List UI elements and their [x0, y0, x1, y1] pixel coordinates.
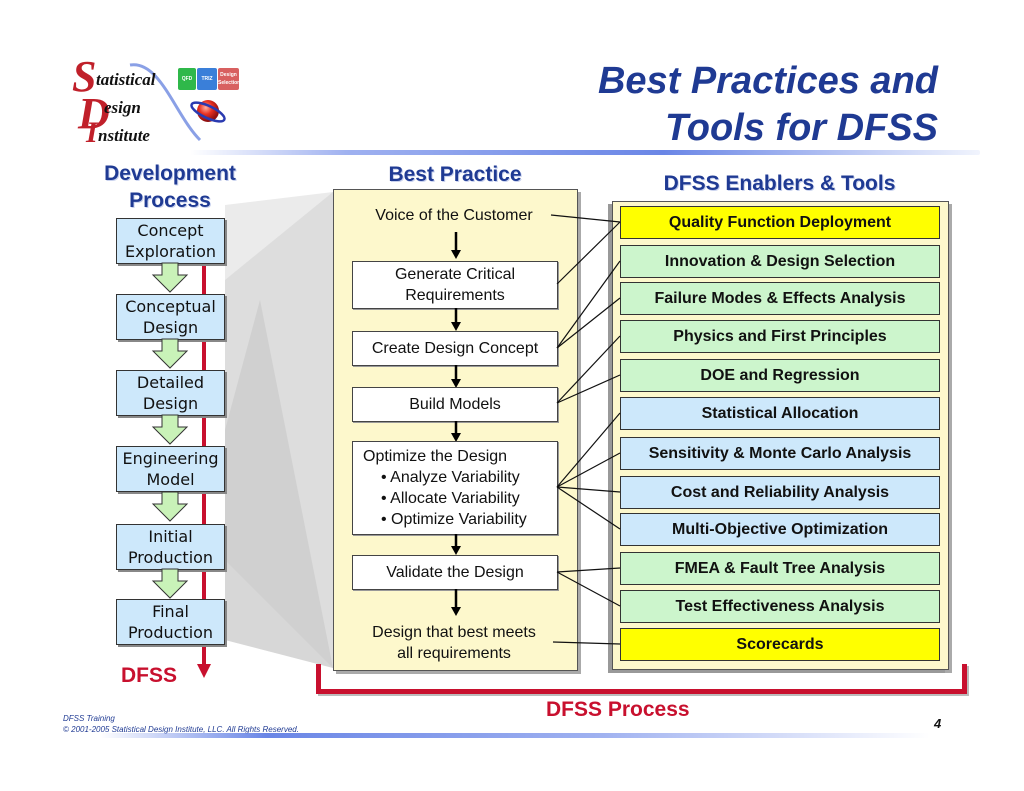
title-line-2: Tools for DFSS — [664, 107, 938, 149]
tools-heading: DFSS Enablers & Tools — [663, 172, 896, 195]
page-number: 4 — [934, 716, 942, 731]
stage-initial-production: Initial Production — [116, 524, 225, 570]
heading-line-1: Development — [104, 162, 236, 185]
heading-line-2: Process — [129, 189, 211, 212]
stage-line-2: Design — [142, 318, 199, 337]
stage-line-2: Design — [142, 394, 199, 413]
bullet-allocate-variability: • Allocate Variability — [381, 490, 520, 507]
stage-final-production: Final Production — [116, 599, 225, 645]
stage-line-1: Engineering — [122, 449, 219, 468]
step-line-2: Requirements — [405, 287, 505, 304]
design-outcome: Design that best meets all requirements — [352, 622, 556, 664]
step-line-1: Validate the Design — [386, 564, 524, 581]
logo-initial-d: D — [78, 89, 110, 138]
flow-arrow-icon — [451, 421, 461, 442]
voice-of-customer: Voice of the Customer — [375, 207, 533, 224]
tool-physics-first-principles: Physics and First Principles — [620, 320, 940, 353]
footer-training: DFSS Training — [63, 714, 115, 723]
step-line-1: Build Models — [409, 396, 501, 413]
triz-tab-icon: TRIZ — [197, 68, 217, 90]
step-line-1: Create Design Concept — [371, 340, 539, 357]
flow-arrow-icon — [451, 589, 461, 616]
down-arrow-icon — [151, 414, 189, 445]
tool-fmea-fault-tree: FMEA & Fault Tree Analysis — [620, 552, 940, 585]
outcome-line-1: Design that best meets — [372, 624, 536, 641]
title-underline — [190, 150, 980, 155]
step-line-1: Optimize the Design — [363, 448, 508, 465]
tool-cost-reliability: Cost and Reliability Analysis — [620, 476, 940, 509]
down-arrow-icon — [151, 262, 189, 293]
tool-scorecards: Scorecards — [620, 628, 940, 661]
stage-line-2: Production — [127, 623, 214, 642]
footer-copyright: © 2001-2005 Statistical Design Institute… — [63, 725, 299, 734]
logo-initial-i: I — [86, 116, 98, 149]
step-optimize-design: Optimize the Design • Analyze Variabilit… — [352, 441, 558, 535]
logo-word-institute: nstitute — [98, 126, 150, 145]
dfss-timeline-label: DFSS — [121, 664, 178, 687]
stage-line-2: Model — [146, 470, 195, 489]
flow-arrow-icon — [451, 534, 461, 555]
page-title: Best Practices and Tools for DFSS — [598, 58, 938, 152]
tool-sensitivity-monte-carlo: Sensitivity & Monte Carlo Analysis — [620, 437, 940, 470]
stage-line-1: Detailed — [136, 373, 205, 392]
step-line-1: Generate Critical — [394, 266, 516, 283]
tool-doe-regression: DOE and Regression — [620, 359, 940, 392]
timeline-arrowhead-icon — [197, 664, 211, 678]
design-selection-tab-icon: Design Selection — [218, 68, 240, 90]
tool-fmea-analysis: Failure Modes & Effects Analysis — [620, 282, 940, 315]
logo-word-statistical: tatistical — [96, 70, 156, 89]
stage-line-2: Production — [127, 548, 214, 567]
tool-multi-objective-optimization: Multi-Objective Optimization — [620, 513, 940, 546]
qfd-tab-icon: QFD — [178, 68, 196, 90]
logo-swoosh-icon — [129, 63, 202, 142]
flow-arrow-icon — [451, 308, 461, 331]
step-generate-requirements: Generate Critical Requirements — [352, 261, 558, 309]
flow-arrow-icon — [451, 232, 461, 259]
title-line-1: Best Practices and — [597, 60, 938, 102]
tool-test-effectiveness: Test Effectiveness Analysis — [620, 590, 940, 623]
step-create-design-concept: Create Design Concept — [352, 331, 558, 366]
down-arrow-icon — [151, 568, 189, 599]
down-arrow-icon — [151, 338, 189, 369]
logo-initial-s: S — [72, 52, 97, 101]
dfss-process-bracket — [316, 664, 967, 694]
footer: DFSS Training © 2001-2005 Statistical De… — [63, 713, 299, 735]
best-practice-heading: Best Practice — [388, 163, 522, 186]
stage-concept-exploration: Concept Exploration — [116, 218, 225, 264]
flow-arrow-icon — [451, 365, 461, 388]
bullet-analyze-variability: • Analyze Variability — [381, 469, 520, 486]
stage-line-2: Exploration — [125, 242, 216, 261]
outcome-line-2: all requirements — [397, 645, 511, 662]
step-build-models: Build Models — [352, 387, 558, 422]
planet-icon — [190, 100, 226, 123]
down-arrow-icon — [151, 491, 189, 522]
stage-line-1: Conceptual — [125, 297, 216, 316]
development-process-heading: Development Process — [90, 160, 250, 214]
stage-line-1: Final — [152, 602, 189, 621]
tool-statistical-allocation: Statistical Allocation — [620, 397, 940, 430]
tool-innovation-design-selection: Innovation & Design Selection — [620, 245, 940, 278]
footer-underline — [100, 733, 930, 738]
dfss-process-label: DFSS Process — [546, 698, 690, 721]
bullet-optimize-variability: • Optimize Variability — [381, 511, 527, 528]
stage-conceptual-design: Conceptual Design — [116, 294, 225, 340]
tool-quality-function-deployment: Quality Function Deployment — [620, 206, 940, 239]
logo-word-design: esign — [104, 98, 141, 117]
stage-line-1: Initial — [148, 527, 193, 546]
stage-detailed-design: Detailed Design — [116, 370, 225, 416]
stage-line-1: Concept — [137, 221, 204, 240]
